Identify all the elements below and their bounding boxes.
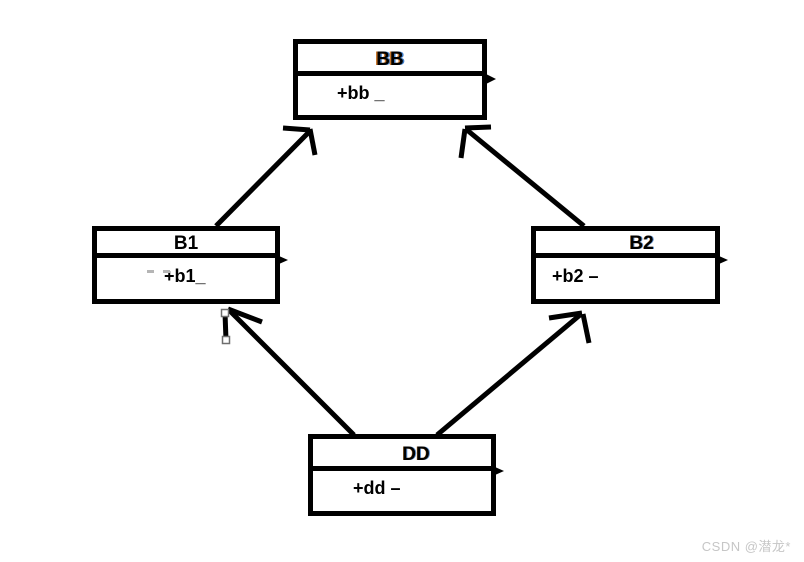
arrowhead-stroke <box>548 310 583 321</box>
class-member-b1: +b1_ <box>164 266 206 286</box>
arrow-shaft <box>465 128 586 228</box>
class-member-bb: +bb _ <box>337 83 385 103</box>
arrowhead-stroke <box>227 306 263 325</box>
arrow-shaft <box>214 130 311 228</box>
selection-handle[interactable] <box>221 335 231 345</box>
divider-tick-dd <box>495 467 504 475</box>
class-title-b2: B2 <box>536 231 715 258</box>
divider-tick-b1 <box>279 256 288 264</box>
class-box-bb: BB +bb _ <box>293 39 487 120</box>
class-box-b2: B2 +b2 – <box>531 226 720 304</box>
arrow-shaft <box>435 313 582 437</box>
arrowhead-stroke <box>222 312 229 341</box>
class-member-b2: +b2 – <box>552 266 599 286</box>
arrowhead-stroke <box>464 124 492 131</box>
class-member-dd: +dd – <box>353 478 401 498</box>
arrow-b2-to-bb <box>458 124 586 228</box>
class-box-b1: B1 +b1_ <box>92 226 280 304</box>
arrow-shaft <box>227 308 356 437</box>
divider-tick-bb <box>486 74 496 84</box>
arrow-dd-to-b1 <box>222 306 356 437</box>
class-title-bb: BB <box>298 44 482 76</box>
arrowhead-stroke <box>282 125 311 133</box>
faint-mark <box>147 270 154 273</box>
arrowhead-stroke <box>307 128 318 156</box>
class-box-dd: DD +dd – <box>308 434 496 516</box>
arrow-b1-to-bb <box>214 125 318 228</box>
class-title-dd: DD <box>313 439 491 471</box>
arrowhead-stroke <box>458 128 468 159</box>
class-title-b1: B1 <box>97 231 275 258</box>
faint-mark <box>163 270 170 273</box>
selection-handle[interactable] <box>220 308 230 318</box>
arrowhead-stroke <box>580 313 592 344</box>
divider-tick-b2 <box>719 256 728 264</box>
watermark-text: CSDN @潜龙* <box>701 539 791 554</box>
arrow-dd-to-b2 <box>435 310 592 437</box>
